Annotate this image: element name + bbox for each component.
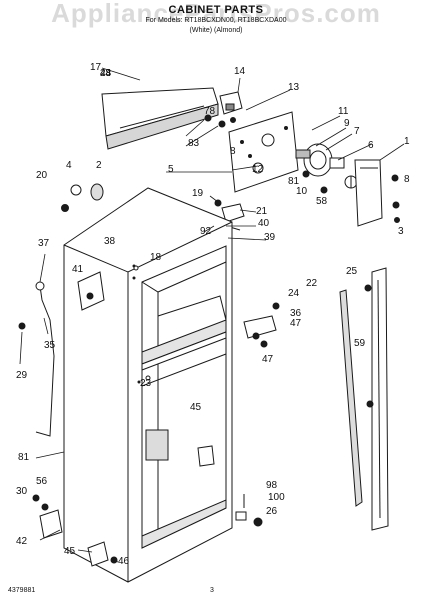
part-20-plug [70, 184, 82, 196]
callout-23: 23 [140, 378, 152, 389]
callout-42: 42 [16, 536, 28, 547]
callout-28: 28 [100, 68, 112, 79]
page-number: 3 [210, 587, 214, 594]
callout-58: 58 [316, 196, 328, 207]
callout-7: 7 [354, 126, 360, 137]
callout-4: 4 [66, 160, 72, 171]
part-47-strip-right [364, 267, 389, 531]
callout-98: 98 [266, 480, 278, 491]
callout-6: 6 [368, 140, 374, 151]
leader-lines [19, 67, 405, 563]
callout-37: 37 [38, 238, 50, 249]
callout-56: 56 [36, 476, 48, 487]
part-6-knob [329, 157, 345, 169]
callout-38: 38 [104, 236, 116, 247]
callout-2: 2 [96, 160, 102, 171]
part-9-thermostat [295, 143, 333, 177]
callout-8: 8 [230, 146, 236, 157]
part-35-hinge [243, 302, 280, 348]
callout-22: 22 [306, 278, 318, 289]
callout-13: 13 [288, 82, 300, 93]
callout-47: 47 [290, 318, 302, 329]
callout-9: 9 [344, 118, 350, 129]
part-24-wire [35, 281, 55, 437]
callout-41: 41 [72, 264, 84, 275]
diagram-title: CABINET PARTS [168, 4, 264, 16]
model-numbers: For Models: RT18BCXDN00, RT18BCXDA00 [145, 17, 287, 24]
callout-21: 21 [256, 206, 268, 217]
callout-1: 1 [404, 136, 410, 147]
callout-17: 17 [90, 62, 102, 73]
callout-81: 81 [288, 176, 300, 187]
part-30-hinge [235, 494, 263, 527]
callout-8: 8 [404, 174, 410, 185]
callout-78: 78 [204, 106, 216, 117]
callout-81: 81 [18, 452, 30, 463]
callout-3: 3 [398, 226, 404, 237]
part-100-bracket [197, 445, 215, 467]
part-4-dial [344, 175, 358, 189]
callout-11: 11 [338, 106, 349, 117]
cabinet-body [63, 187, 233, 583]
part-98-screw [145, 375, 151, 381]
callout-40: 40 [258, 218, 270, 229]
callout-20: 20 [36, 170, 48, 181]
part-19-cap [90, 183, 104, 201]
callout-39: 39 [264, 232, 276, 243]
callout-35: 35 [44, 340, 56, 351]
part-25-bracket [77, 271, 105, 311]
callout-47: 47 [262, 354, 274, 365]
part-43-bracket [87, 541, 118, 567]
callout-44: 44 [100, 68, 112, 79]
callout-30: 30 [16, 486, 28, 497]
callout-36: 36 [290, 308, 302, 319]
part-1-panel [354, 159, 383, 227]
callout-100: 100 [268, 492, 285, 503]
callout-24: 24 [288, 288, 300, 299]
part-44-leveler [32, 494, 63, 539]
callout-19: 19 [192, 188, 204, 199]
callout-59: 59 [354, 338, 366, 349]
callout-29: 29 [16, 370, 28, 381]
part-45-screw [18, 322, 26, 330]
screws [61, 114, 400, 223]
callout-46: 46 [118, 556, 130, 567]
document-number: 4379881 [8, 587, 36, 594]
callout-92: 92 [200, 226, 212, 237]
callout-18: 18 [150, 252, 162, 263]
part-17-top-panel [101, 87, 219, 150]
callout-43: 43 [100, 68, 112, 79]
part-14-bracket [219, 91, 243, 115]
callout-14: 14 [234, 66, 246, 77]
callout-12: 12 [252, 164, 264, 175]
callout-45: 45 [190, 402, 202, 413]
callout-25: 25 [346, 266, 358, 277]
callout-26: 26 [266, 506, 278, 517]
callout-5: 5 [168, 164, 174, 175]
part-22-screw [133, 265, 139, 271]
callout-45: 45 [64, 546, 76, 557]
callout-10: 10 [296, 186, 308, 197]
callout-83: 83 [188, 138, 200, 149]
color-variants: (White) (Almond) [189, 27, 243, 34]
part-10-control-housing [228, 111, 299, 193]
part-47-strip-left [339, 289, 363, 507]
